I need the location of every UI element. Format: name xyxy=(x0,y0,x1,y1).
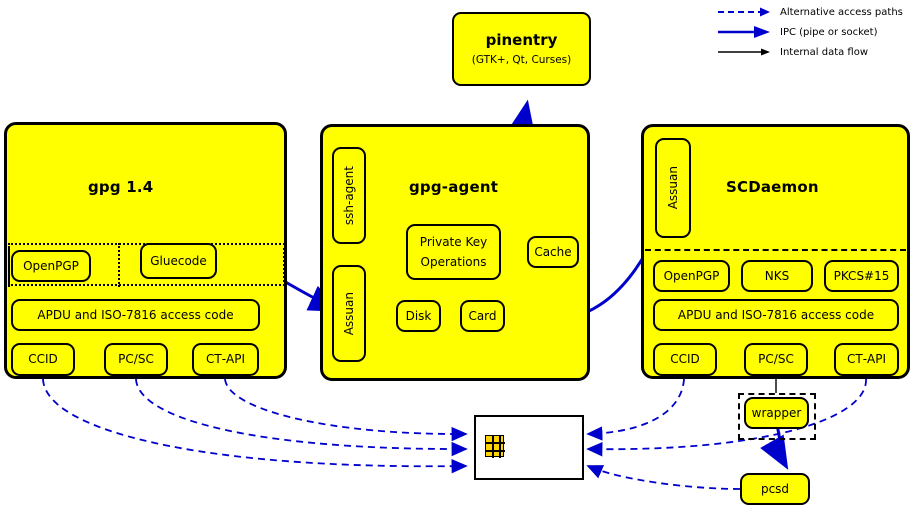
pinentry-title: pinentry xyxy=(485,30,558,49)
gpg-openpgp-label: OpenPGP xyxy=(23,258,79,273)
gpg-gluecode-label: Gluecode xyxy=(150,253,207,268)
gpgagent-pko-label-line2: Operations xyxy=(420,254,487,269)
gpgagent-pko-label-line1: Private Key xyxy=(419,234,488,249)
gpg-ctapi-box[interactable]: CT‑API xyxy=(192,343,259,376)
scdaemon-apdu-box[interactable]: APDU and ISO‑7816 access code xyxy=(653,299,899,331)
gpg-pcsc-label: PC/SC xyxy=(118,352,154,366)
gpgagent-card-label: Card xyxy=(468,308,497,323)
gpgagent-cache-label: Cache xyxy=(534,244,572,259)
gpg-ctapi-label: CT‑API xyxy=(205,352,246,366)
gpg-ccid-label: CCID xyxy=(28,352,58,366)
gpg-title: gpg 1.4 xyxy=(88,178,154,196)
gpgagent-pko-box[interactable]: Private Key Operations xyxy=(406,224,501,280)
scdaemon-divider xyxy=(645,249,906,251)
legend-swatch-alt-icon xyxy=(716,2,772,22)
pinentry-box[interactable]: pinentry (GTK+, Qt, Curses) xyxy=(452,12,591,86)
scdaemon-assuan-box[interactable]: Assuan xyxy=(655,138,691,238)
legend-label-flow: Internal data flow xyxy=(780,46,869,58)
scdaemon-openpgp-label: OpenPGP xyxy=(663,268,720,283)
wrapper-label: wrapper xyxy=(751,405,802,420)
gpgagent-sshagent-label: ssh‑agent xyxy=(341,165,356,226)
legend-label-ipc: IPC (pipe or socket) xyxy=(780,26,878,38)
gpgagent-disk-box[interactable]: Disk xyxy=(396,300,441,332)
scdaemon-pkcs15-box[interactable]: PKCS#15 xyxy=(824,260,899,292)
wrapper-box[interactable]: wrapper xyxy=(744,397,809,429)
legend-row-ipc: IPC (pipe or socket) xyxy=(716,22,908,42)
alt-gpg-ctapi-to-card xyxy=(224,378,468,442)
gpg-apdu-label: APDU and ISO‑7816 access code xyxy=(37,307,234,322)
smartcard-box[interactable] xyxy=(474,415,584,480)
legend-row-alt: Alternative access paths xyxy=(716,2,908,22)
scdaemon-ccid-box[interactable]: CCID xyxy=(653,343,717,376)
legend-label-alt: Alternative access paths xyxy=(780,6,903,18)
scdaemon-pcsc-label: PC/SC xyxy=(758,352,794,366)
gpgagent-assuan-box[interactable]: Assuan xyxy=(332,265,366,362)
legend-row-flow: Internal data flow xyxy=(716,42,908,62)
scdaemon-apdu-label: APDU and ISO‑7816 access code xyxy=(677,307,875,322)
scdaemon-openpgp-box[interactable]: OpenPGP xyxy=(653,260,730,292)
scdaemon-title: SCDaemon xyxy=(726,178,819,196)
legend-swatch-flow-icon xyxy=(716,42,772,62)
scdaemon-nks-box[interactable]: NKS xyxy=(741,260,813,292)
scdaemon-assuan-label: Assuan xyxy=(665,166,680,210)
alt-scd-ctapi-to-card xyxy=(586,378,867,457)
gpgagent-disk-label: Disk xyxy=(405,308,432,323)
scdaemon-ctapi-box[interactable]: CT‑API xyxy=(834,343,899,376)
gpg-apdu-box[interactable]: APDU and ISO‑7816 access code xyxy=(11,299,260,331)
gpg-pcsc-box[interactable]: PC/SC xyxy=(104,343,168,376)
alt-scd-ccid-to-card xyxy=(586,378,685,441)
scdaemon-ctapi-label: CT‑API xyxy=(846,352,887,366)
gpg-ccid-box[interactable]: CCID xyxy=(11,343,75,376)
pcsd-label: pcsd xyxy=(760,481,790,496)
scdaemon-pkcs15-label: PKCS#15 xyxy=(833,268,890,283)
smartcard-chip-icon xyxy=(485,435,505,458)
gpgagent-card-box[interactable]: Card xyxy=(460,300,505,332)
gpgagent-sshagent-box[interactable]: ssh‑agent xyxy=(332,147,366,244)
legend-swatch-ipc-icon xyxy=(716,22,772,42)
gpg-gluecode-box[interactable]: Gluecode xyxy=(140,243,217,279)
scdaemon-pcsc-box[interactable]: PC/SC xyxy=(744,343,808,376)
scdaemon-ccid-label: CCID xyxy=(670,352,700,366)
gpgagent-cache-box[interactable]: Cache xyxy=(527,236,579,268)
pinentry-subtitle: (GTK+, Qt, Curses) xyxy=(471,54,572,67)
pcsd-box[interactable]: pcsd xyxy=(740,473,810,505)
gpgagent-assuan-label: Assuan xyxy=(341,291,356,336)
alt-gpg-pcsc-to-card xyxy=(135,378,468,457)
gpgagent-title: gpg-agent xyxy=(409,178,499,196)
alt-pcsd-to-card xyxy=(586,465,741,490)
scdaemon-nks-label: NKS xyxy=(764,268,790,283)
alt-gpg-ccid-to-card xyxy=(42,378,468,474)
gpg-openpgp-box[interactable]: OpenPGP xyxy=(11,250,91,282)
legend: Alternative access paths IPC (pipe or so… xyxy=(716,2,908,62)
